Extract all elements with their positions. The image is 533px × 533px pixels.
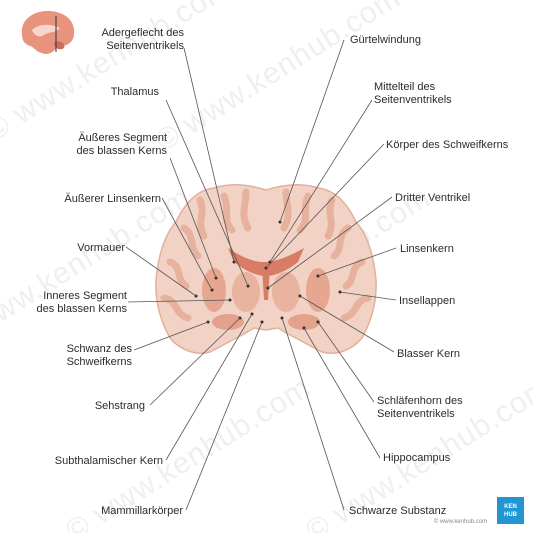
label-aeusseres-segment: Äußeres Segment des blassen Kerns [76,132,168,157]
label-dritter: Dritter Ventrikel [395,192,471,204]
right-thalamus [272,272,300,312]
label-thalamus: Thalamus [110,86,159,98]
third-ventricle [262,266,270,300]
label-sehstrang: Sehstrang [94,400,145,412]
logo-line-1: KEN [504,503,517,510]
kenhub-logo: KEN HUB [497,497,524,524]
label-blasser: Blasser Kern [397,348,460,360]
site-credit: © www.kenhub.com [433,519,487,525]
label-mittelteil: Mittelteil des Seitenventrikels [374,81,452,106]
logo-line-2: HUB [504,511,517,518]
label-schwarze: Schwarze Substanz [349,505,447,517]
label-hippocampus: Hippocampus [383,452,451,464]
label-insellappen: Insellappen [399,295,456,307]
sagittal-brain-thumbnail [21,10,75,55]
label-guertelwindung: Gürtelwindung [350,34,421,46]
label-mammillar: Mammillarkörper [101,505,183,517]
label-adergeflecht: Adergeflecht des Seitenventrikels [101,27,184,52]
label-schlaefenhorn: Schläfenhorn des Seitenventrikels [377,395,463,420]
right-lentiform [306,268,330,312]
left-hippocampus [212,314,244,330]
left-thalamus [232,272,260,312]
label-aeusserer-linsenkern: Äußerer Linsenkern [64,193,161,205]
label-koerper: Körper des Schweifkerns [386,139,509,151]
lateral-ventricles [228,248,304,276]
right-hippocampus [288,314,320,330]
label-inneres-segment: Inneres Segment des blassen Kerns [36,290,128,315]
label-vormauer: Vormauer [77,242,125,254]
label-subthalamischer: Subthalamischer Kern [54,455,163,467]
left-lentiform [202,268,226,312]
label-schwanz: Schwanz des Schweifkerns [66,343,132,368]
label-linsenkern: Linsenkern [400,243,454,255]
